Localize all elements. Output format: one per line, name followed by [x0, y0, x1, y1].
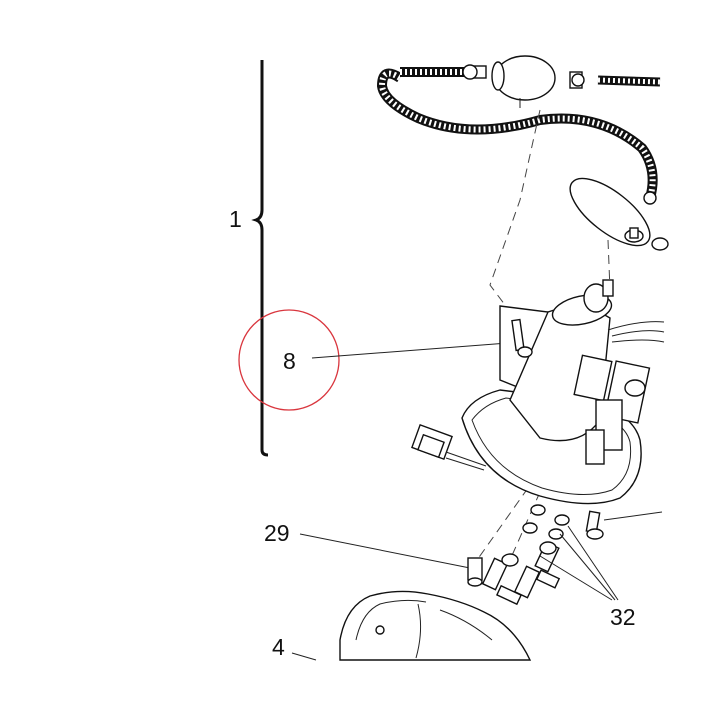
- callout-4-label: 4: [272, 634, 285, 660]
- fuel-hose-upper: [376, 67, 661, 200]
- callout-32-leaders: [539, 525, 619, 601]
- o-ring-seal: [569, 177, 651, 247]
- bottom-bracket: [339, 590, 532, 661]
- callout-1-label: 1: [229, 206, 242, 232]
- callout-32-label: 32: [610, 604, 636, 630]
- callout-8-leader: [311, 342, 509, 359]
- callout-4-leader: [291, 652, 317, 661]
- electrical-connector: [411, 424, 487, 471]
- fuel-filter: [469, 55, 583, 108]
- upper-bolts: [624, 227, 669, 251]
- highlight-circle: [238, 309, 340, 411]
- hose-clamps-upper: [462, 64, 657, 205]
- assembly-bracket: [251, 60, 269, 457]
- callout-29-label: 29: [264, 520, 290, 546]
- hose-fittings: [481, 541, 561, 606]
- mounting-bolt-right: [585, 510, 663, 540]
- hose-clamp: [467, 557, 483, 587]
- fuel-pump-assembly: [461, 279, 665, 505]
- callout-29-leader: [299, 533, 471, 569]
- seal-washers: [522, 504, 570, 540]
- callout-8-label: 8: [283, 348, 296, 374]
